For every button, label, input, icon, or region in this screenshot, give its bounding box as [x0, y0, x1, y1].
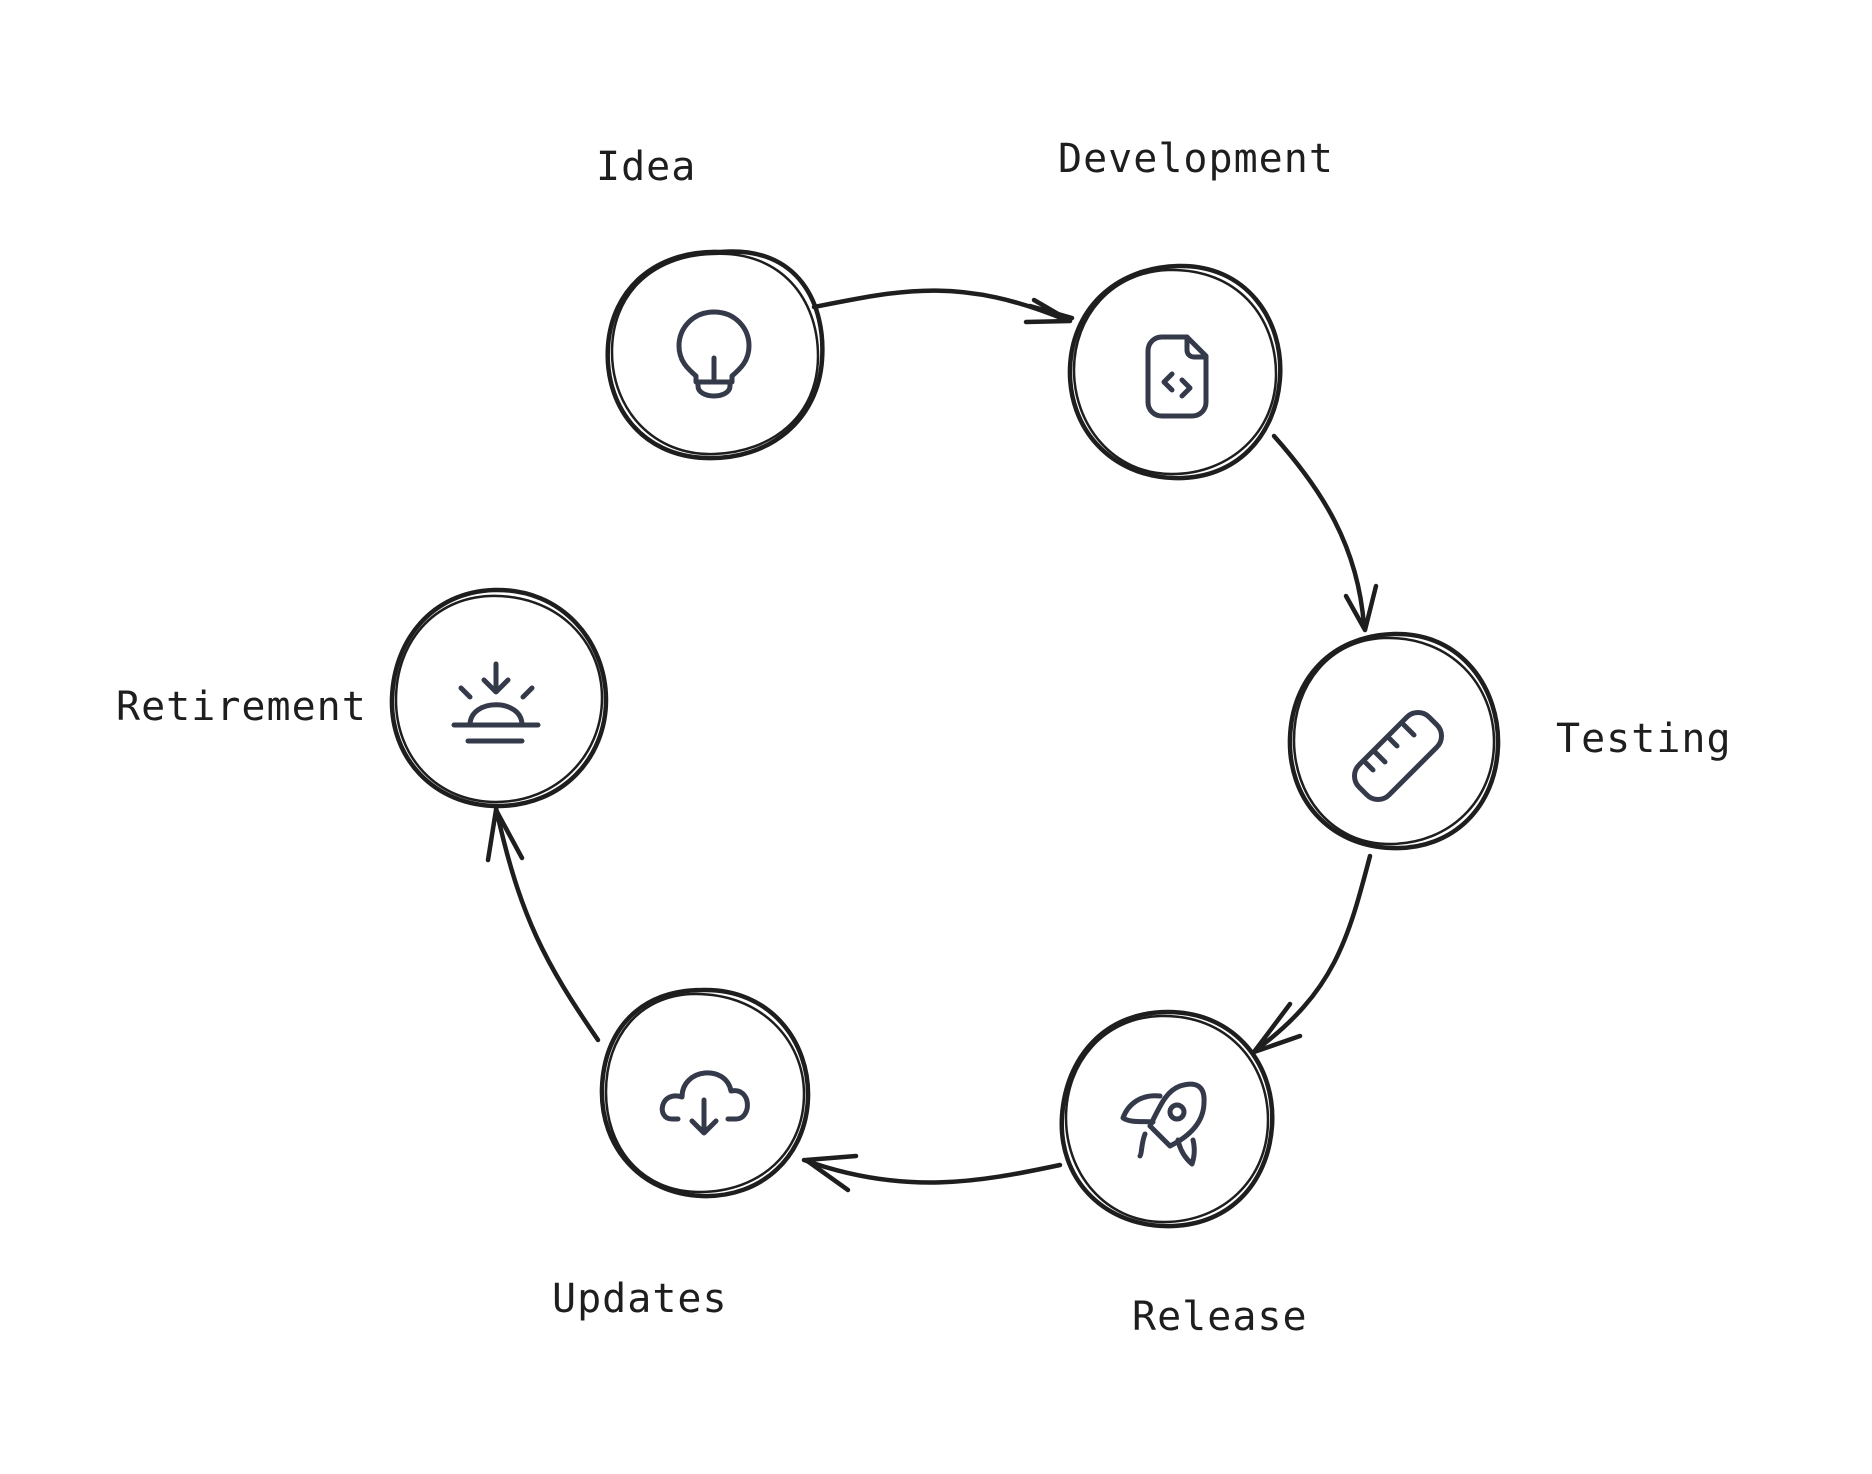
- file-code-icon: [1145, 334, 1209, 419]
- arrow-development-to-testing: [1271, 433, 1379, 633]
- stage-label-testing: Testing: [1556, 716, 1732, 762]
- sunset-icon: [451, 661, 541, 744]
- arrow-updates-to-retirement: [485, 805, 601, 1043]
- stage-node-idea: [605, 249, 825, 461]
- stage-node-retirement: [389, 587, 609, 809]
- lightbulb-icon: [676, 309, 752, 399]
- arrow-testing-to-release: [1251, 853, 1373, 1055]
- arrow-idea-to-development: [811, 288, 1075, 325]
- stage-label-idea: Idea: [596, 144, 696, 190]
- cloud-download-icon: [659, 1070, 750, 1136]
- stage-label-release: Release: [1132, 1294, 1308, 1340]
- stage-label-retirement: Retirement: [116, 684, 367, 730]
- stage-label-development: Development: [1058, 136, 1334, 182]
- ruler-icon: [1352, 710, 1444, 802]
- stage-node-release: [1059, 1009, 1275, 1229]
- rocket-icon: [1120, 1081, 1207, 1167]
- stage-node-updates: [599, 987, 811, 1199]
- arrow-release-to-updates: [801, 1153, 1063, 1193]
- stage-node-development: [1067, 263, 1283, 481]
- stage-label-updates: Updates: [552, 1276, 728, 1322]
- stage-node-testing: [1287, 631, 1501, 851]
